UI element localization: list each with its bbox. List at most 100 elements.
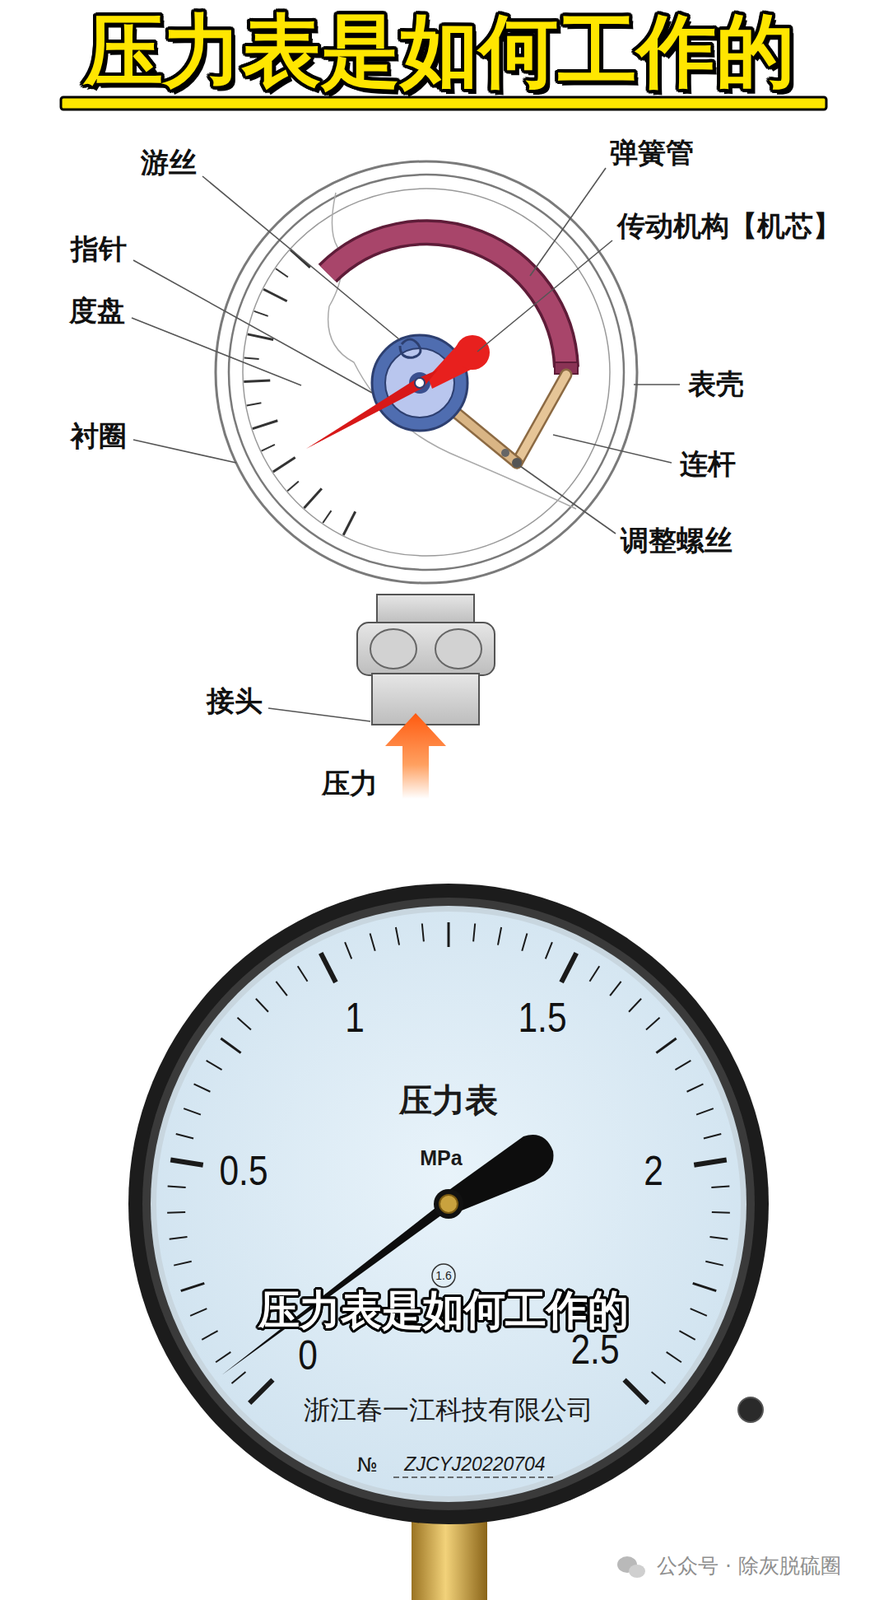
dial-face xyxy=(156,911,741,1496)
dial-tick xyxy=(170,1158,204,1164)
title: 压力表是如何工作的 xyxy=(83,5,796,97)
dial-tick xyxy=(246,402,262,405)
connector-neck xyxy=(376,594,475,624)
scale-number: 1.5 xyxy=(518,995,568,1043)
connector-thread xyxy=(372,673,480,725)
dial-tick xyxy=(173,1260,191,1266)
dial-tick xyxy=(275,981,287,996)
part-label: 接头 xyxy=(206,684,263,717)
dial-tick xyxy=(473,923,475,942)
dial-tick xyxy=(589,965,600,982)
dial-tick xyxy=(273,456,296,471)
dial-tick xyxy=(705,1260,723,1266)
drawing-part xyxy=(628,1563,646,1577)
pointer-hub xyxy=(433,1188,464,1219)
dial-tick xyxy=(395,926,400,945)
dial-tick xyxy=(167,1185,187,1187)
hairspring xyxy=(399,339,421,358)
watermark: 公众号 · 除灰脱硫圈 xyxy=(656,1553,842,1578)
dial-tick xyxy=(687,1083,704,1091)
black-case xyxy=(128,883,769,1524)
part-label: 表壳 xyxy=(688,367,745,400)
dial-tick xyxy=(255,998,269,1012)
dial-tick xyxy=(243,380,270,382)
dial-tick xyxy=(181,1282,205,1290)
movement-ring xyxy=(385,348,455,418)
dial-ticks xyxy=(167,921,731,1403)
dial-tick xyxy=(624,1379,648,1403)
part-label: 度盘 xyxy=(69,294,126,327)
dial-tick xyxy=(254,311,269,317)
dial-tick xyxy=(521,933,527,951)
cutaway-edge xyxy=(328,192,577,509)
accuracy-class: 1.6 xyxy=(435,1268,452,1282)
serial-mark: № xyxy=(357,1453,378,1477)
dial-tick xyxy=(290,249,311,267)
dial-tick xyxy=(628,998,642,1012)
dial-tick xyxy=(206,1060,223,1070)
hub-cap xyxy=(439,1194,458,1213)
leader-line xyxy=(131,317,302,386)
leader-line xyxy=(133,260,373,393)
accuracy-circle xyxy=(432,1263,456,1287)
dial-tick xyxy=(183,1107,201,1114)
dial-tick xyxy=(679,1330,695,1340)
dial-tick xyxy=(651,1371,666,1383)
dial-tick xyxy=(693,1158,727,1164)
leader-line xyxy=(633,383,680,386)
scale-number: 2 xyxy=(643,1147,664,1196)
dial-tick xyxy=(190,1307,207,1316)
leader-line xyxy=(268,707,371,721)
title-bar xyxy=(60,97,827,110)
case-knob xyxy=(738,1396,763,1422)
case-ring xyxy=(215,161,638,583)
unit-label: MPa xyxy=(419,1145,462,1170)
bezel-ring xyxy=(228,174,624,570)
schematic-gauge xyxy=(131,161,680,799)
dial-tick xyxy=(303,488,321,508)
dial-ticks xyxy=(243,249,355,535)
part-label: 传动机构【机芯】 xyxy=(617,209,842,242)
dial-tick xyxy=(231,1371,246,1383)
dial-tick xyxy=(322,510,331,523)
dial-tick xyxy=(646,1017,661,1030)
bezel xyxy=(142,897,755,1510)
dial-tick xyxy=(561,952,577,982)
dial-tick xyxy=(215,1351,231,1362)
dial-tick xyxy=(220,1037,241,1053)
dial-tick xyxy=(247,334,274,340)
dial-tick xyxy=(169,1236,188,1239)
pressure-arrow xyxy=(385,712,447,799)
link-rod xyxy=(516,374,567,463)
dial-tick xyxy=(176,1133,194,1138)
dial-tick xyxy=(287,480,299,491)
leader-line xyxy=(553,434,672,463)
nut-face xyxy=(435,628,482,669)
wechat-icon xyxy=(617,1555,646,1577)
dial-tick xyxy=(655,1037,676,1053)
dial-tick xyxy=(370,933,376,951)
scale-number: 1 xyxy=(344,995,365,1043)
dial-tick xyxy=(696,1107,714,1114)
dial-tick xyxy=(261,444,275,452)
part-label: 连杆 xyxy=(679,447,736,480)
dial-tick xyxy=(666,1351,682,1362)
maker-name: 浙江春一江科技有限公司 xyxy=(303,1394,594,1425)
caption: 压力表是如何工作的 xyxy=(258,1286,629,1335)
dial-tick xyxy=(709,1236,728,1239)
dial-tick xyxy=(237,1017,252,1030)
serial-number: ZJCYJ20220704 xyxy=(404,1452,545,1475)
serial-underline xyxy=(393,1475,557,1478)
dial-tick xyxy=(249,1379,273,1403)
dial-tick xyxy=(297,965,308,982)
brass-stem xyxy=(411,1514,488,1600)
dial-tick xyxy=(609,981,621,996)
glass-rim xyxy=(150,905,747,1502)
dial-tick xyxy=(545,941,553,959)
dial-tick xyxy=(447,921,451,947)
dial-tick xyxy=(275,268,289,277)
dial-tick xyxy=(690,1307,707,1316)
leader-line xyxy=(133,439,237,463)
link-outline xyxy=(516,374,567,463)
